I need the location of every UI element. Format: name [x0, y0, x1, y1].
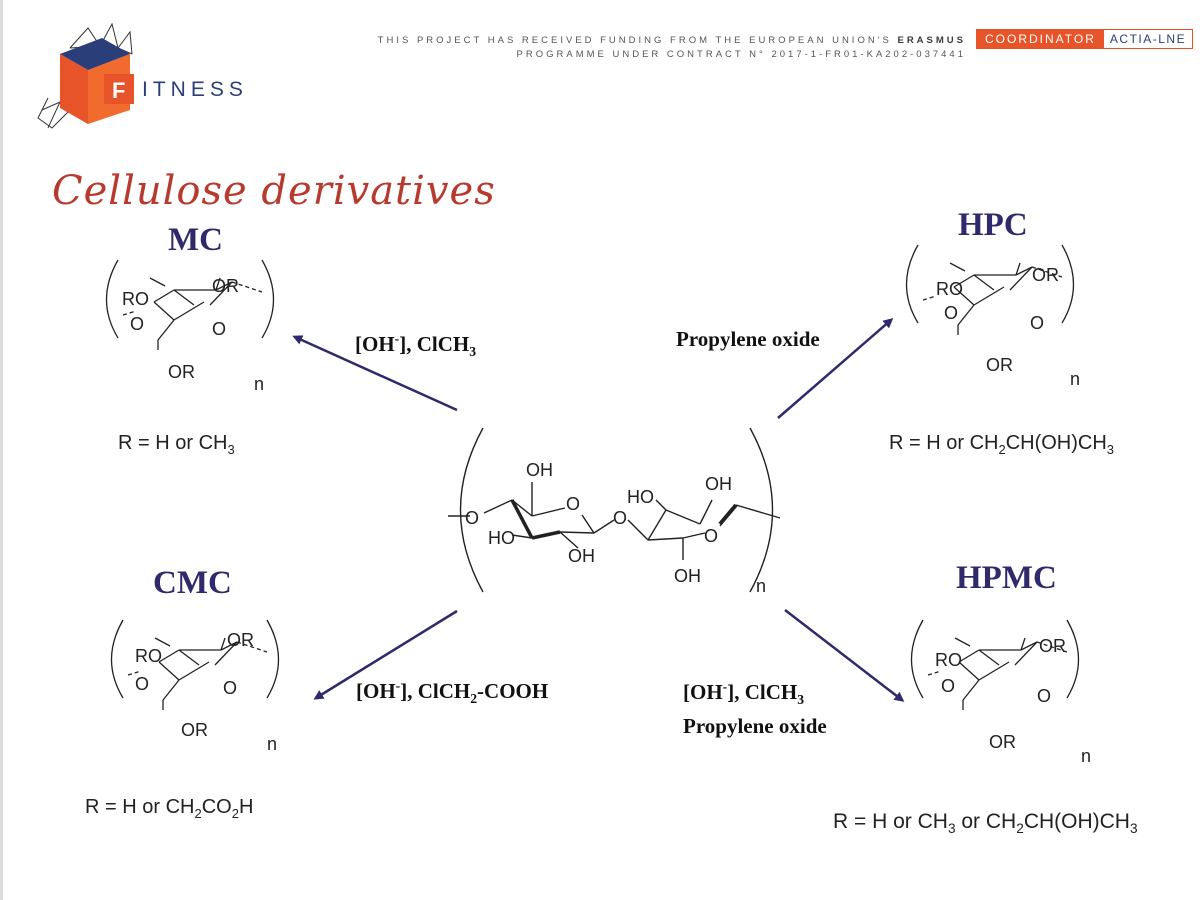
funding-notice: THIS PROJECT HAS RECEIVED FUNDING FROM T…: [378, 34, 966, 62]
arrow-to-hpc: [777, 318, 894, 419]
svg-text:O: O: [212, 319, 226, 339]
svg-text:RO: RO: [936, 279, 963, 299]
svg-text:O: O: [130, 314, 144, 334]
arrow-to-cmc: [313, 609, 458, 700]
r-definition-cmc: R = H or CH2CO2H: [85, 796, 254, 821]
svg-text:O: O: [613, 508, 627, 528]
structure-hpmc: RO OR O O OR n: [910, 619, 1091, 766]
svg-text:RO: RO: [135, 646, 162, 666]
svg-text:O: O: [941, 676, 955, 696]
svg-text:n: n: [1081, 746, 1091, 766]
compound-name-cmc: CMC: [153, 565, 232, 601]
coordinator-badge: COORDINATOR ACTIA-LNE: [976, 29, 1194, 49]
svg-text:OH: OH: [674, 566, 701, 586]
svg-text:n: n: [254, 374, 264, 394]
slide-left-border: [0, 0, 3, 900]
svg-text:OR: OR: [212, 276, 239, 296]
r-definition-hpc: R = H or CH2CH(OH)CH3: [889, 432, 1115, 457]
r-definition-hpmc: R = H or CH3 or CH2CH(OH)CH3: [833, 810, 1138, 837]
reagent-cmc: [OH-], ClCH2-COOH: [356, 678, 549, 707]
svg-text:RO: RO: [122, 289, 149, 309]
logo-book-left: [60, 54, 88, 124]
coordinator-value: ACTIA-LNE: [1109, 32, 1187, 46]
logo-letter: F: [112, 78, 125, 103]
arrow-to-hpmc: [784, 609, 905, 702]
svg-text:OR: OR: [181, 720, 208, 740]
logo-text: ITNESS: [142, 78, 248, 101]
funding-line-2: PROGRAMME UNDER CONTRACT N° 2017-1-FR01-…: [516, 49, 966, 60]
svg-text:OH: OH: [526, 460, 553, 480]
svg-text:O: O: [1030, 313, 1044, 333]
r-definition-mc: R = H or CH3: [118, 432, 235, 457]
compound-name-mc: MC: [168, 222, 223, 258]
fitness-logo: F ITNESS: [37, 22, 248, 129]
svg-text:OR: OR: [168, 362, 195, 382]
svg-text:n: n: [756, 576, 766, 596]
svg-text:OH: OH: [568, 546, 595, 566]
svg-text:HO: HO: [488, 528, 515, 548]
svg-text:O: O: [223, 678, 237, 698]
reagent-hpc: Propylene oxide: [676, 327, 820, 351]
structure-mc: RO OR O O OR n: [105, 259, 275, 394]
svg-text:OR: OR: [986, 355, 1013, 375]
svg-text:OR: OR: [227, 630, 254, 650]
svg-text:n: n: [267, 734, 277, 754]
svg-text:OR: OR: [1039, 636, 1066, 656]
svg-text:O: O: [704, 526, 718, 546]
compound-name-hpmc: HPMC: [956, 560, 1057, 596]
logo-book-top: [60, 38, 130, 70]
svg-text:OR: OR: [1032, 265, 1059, 285]
coordinator-label: COORDINATOR: [977, 30, 1104, 48]
reagent-mc: [OH-], ClCH3: [355, 331, 477, 360]
structure-cellulose: [448, 427, 781, 593]
cellulose-labels: O OH O HO OH O HO OH O OH n: [465, 460, 766, 596]
arrow-to-mc: [292, 335, 458, 412]
svg-text:HO: HO: [627, 487, 654, 507]
svg-text:O: O: [135, 674, 149, 694]
svg-text:O: O: [944, 303, 958, 323]
slide-title: Cellulose derivatives: [52, 168, 496, 214]
svg-text:OH: OH: [705, 474, 732, 494]
svg-text:n: n: [1070, 369, 1080, 389]
svg-text:RO: RO: [935, 650, 962, 670]
compound-name-hpc: HPC: [958, 207, 1028, 243]
funding-erasmus: ERASMUS: [897, 35, 966, 46]
funding-line-1: THIS PROJECT HAS RECEIVED FUNDING FROM T…: [377, 35, 892, 46]
structure-cmc: RO OR O O OR n: [110, 619, 280, 754]
svg-text:O: O: [566, 494, 580, 514]
reagent-hpmc: [OH-], ClCH3 Propylene oxide: [683, 679, 827, 739]
svg-text:OR: OR: [989, 732, 1016, 752]
svg-text:O: O: [465, 508, 479, 528]
structure-hpc: RO OR O O OR n: [905, 244, 1080, 389]
svg-text:O: O: [1037, 686, 1051, 706]
